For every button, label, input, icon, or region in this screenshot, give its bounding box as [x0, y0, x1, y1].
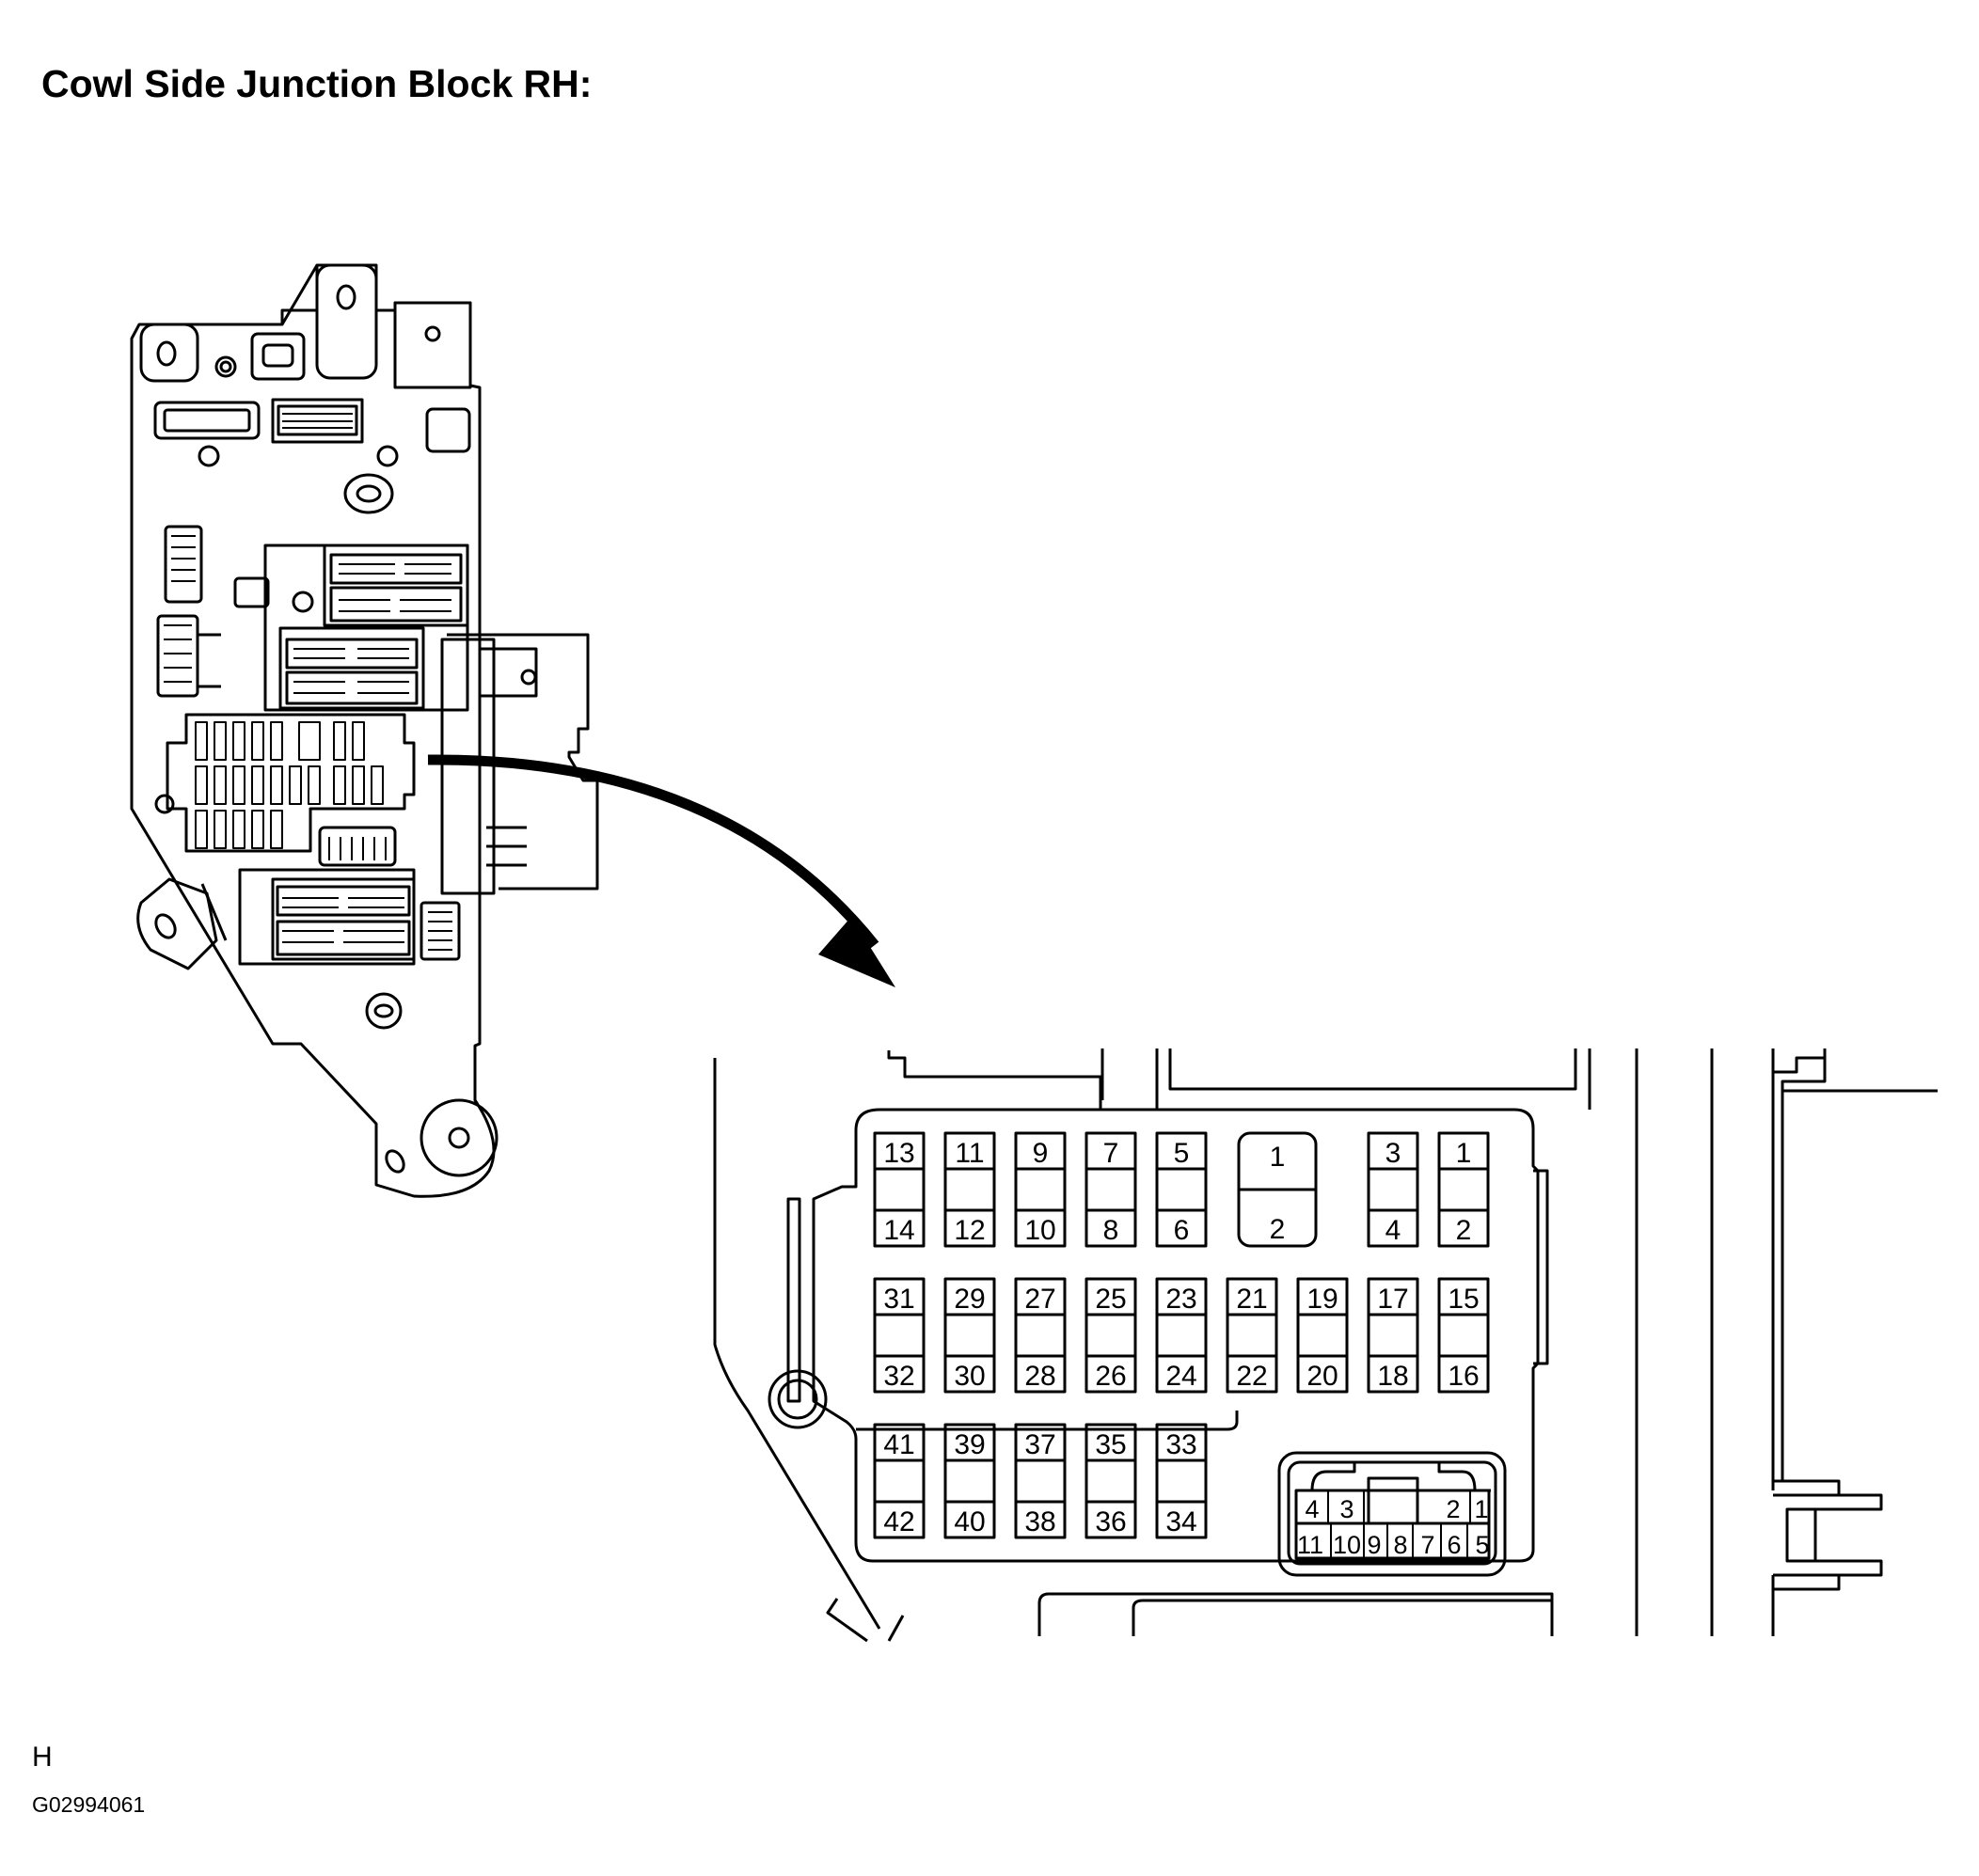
enlarged-fuse-block: 1314111291078561234123132293027282526232… — [713, 1048, 1938, 1643]
fuse-cell-row1-3: 78 — [1084, 1131, 1137, 1248]
connector-pin-label: 3 — [1339, 1495, 1354, 1523]
junction-block-overview — [130, 263, 599, 1198]
fuse-label-bottom: 2 — [1456, 1215, 1472, 1246]
fuse-label-bottom: 8 — [1103, 1215, 1119, 1246]
fuse-label-bottom: 20 — [1306, 1361, 1338, 1392]
fuse-label-top: 41 — [883, 1429, 914, 1460]
fuse-label-bottom: 38 — [1024, 1506, 1055, 1537]
fuse-cell-row3-2: 37 38 — [1014, 1423, 1067, 1539]
fuse-cell-row2-3: 25 26 — [1084, 1277, 1137, 1394]
fuse-label-top: 31 — [883, 1284, 914, 1315]
fuse-label-top: 9 — [1033, 1138, 1049, 1169]
fuse-label-bottom: 36 — [1095, 1506, 1126, 1537]
fuse-label-top: 29 — [954, 1284, 985, 1315]
fuse-label-bottom: 10 — [1024, 1215, 1055, 1246]
fuse-cell-row3-1: 39 40 — [943, 1423, 996, 1539]
fuse-cell-row3-3: 35 36 — [1084, 1423, 1137, 1539]
fuse-cell-row3-4: 33 34 — [1155, 1423, 1208, 1539]
connector-pin-label: 9 — [1367, 1531, 1381, 1559]
fuse-cell-row1-4: 56 — [1155, 1131, 1208, 1248]
fuse-label-bottom: 42 — [883, 1506, 914, 1537]
fuse-label-bottom: 28 — [1024, 1361, 1055, 1392]
fuse-cell-row2-5: 21 22 — [1226, 1277, 1278, 1394]
fuse-label-top: 21 — [1236, 1284, 1267, 1315]
fuse-cell-row2-2: 27 28 — [1014, 1277, 1067, 1394]
connector-pin-label: 1 — [1474, 1495, 1488, 1523]
fuse-cell-row2-0: 31 32 — [873, 1277, 926, 1394]
fuse-label-bottom: 12 — [954, 1215, 985, 1246]
fuse-label-bottom: 14 — [883, 1215, 914, 1246]
fuse-label-bottom: 2 — [1270, 1214, 1286, 1245]
fuse-label-top: 1 — [1270, 1142, 1286, 1173]
fuse-cell-row1-6: 34 — [1367, 1131, 1419, 1248]
fuse-label-bottom: 34 — [1165, 1506, 1196, 1537]
fuse-cell-row1-2: 9 10 — [1014, 1131, 1067, 1248]
connector-pin-label: 10 — [1333, 1531, 1361, 1559]
connector-pin-label: 8 — [1393, 1531, 1407, 1559]
fuse-cell-row1-0: 13 14 — [873, 1131, 926, 1248]
figure-graphic-id: G02994061 — [32, 1792, 146, 1817]
fuse-cell-row1-1: 11 12 — [943, 1131, 996, 1248]
fuse-label-top: 7 — [1103, 1138, 1119, 1169]
figure-section-code: H — [32, 1742, 53, 1773]
fuse-label-bottom: 6 — [1174, 1215, 1190, 1246]
fuse-cell-row2-4: 23 24 — [1155, 1277, 1208, 1394]
fuse-label-top: 37 — [1024, 1429, 1055, 1460]
fuse-label-top: 11 — [955, 1138, 984, 1169]
connector-pin-label: 11 — [1297, 1531, 1323, 1559]
fuse-label-bottom: 18 — [1377, 1361, 1408, 1392]
fuse-label-bottom: 30 — [954, 1361, 985, 1392]
fuse-label-top: 17 — [1377, 1284, 1408, 1315]
fuse-cell-row1-7: 12 — [1437, 1131, 1490, 1248]
fuse-label-top: 35 — [1095, 1429, 1126, 1460]
fuse-label-top: 3 — [1385, 1138, 1401, 1169]
connector-pin-label: 6 — [1447, 1531, 1461, 1559]
connector-pin-label: 7 — [1420, 1531, 1434, 1559]
fuse-label-bottom: 22 — [1236, 1361, 1267, 1392]
fuse-cell-row2-1: 29 30 — [943, 1277, 996, 1394]
fuse-label-top: 27 — [1024, 1284, 1055, 1315]
fuse-label-top: 23 — [1165, 1284, 1196, 1315]
diagram-title: Cowl Side Junction Block RH: — [41, 62, 593, 105]
fuse-label-top: 15 — [1448, 1284, 1479, 1315]
fuse-cell-row3-0: 41 42 — [873, 1423, 926, 1539]
fuse-cell-row1-5: 12 — [1237, 1131, 1318, 1248]
fuse-label-bottom: 26 — [1095, 1361, 1126, 1392]
connector-pin-label: 2 — [1446, 1495, 1460, 1523]
fuse-grid: 1314111291078561234123132293027282526232… — [873, 1131, 1490, 1539]
fuse-label-top: 39 — [954, 1429, 985, 1460]
fuse-label-top: 1 — [1456, 1138, 1472, 1169]
fuse-label-bottom: 16 — [1448, 1361, 1479, 1392]
pointer-arrow — [427, 754, 895, 987]
fuse-label-bottom: 4 — [1385, 1215, 1401, 1246]
fuse-label-top: 25 — [1095, 1284, 1126, 1315]
fuse-label-bottom: 40 — [954, 1506, 985, 1537]
fuse-label-bottom: 24 — [1165, 1361, 1196, 1392]
connector-pin-label: 4 — [1305, 1495, 1319, 1523]
fuse-label-top: 33 — [1165, 1429, 1196, 1460]
fuse-label-top: 5 — [1174, 1138, 1190, 1169]
fuse-label-bottom: 32 — [883, 1361, 914, 1392]
fuse-label-top: 19 — [1306, 1284, 1338, 1315]
fuse-label-top: 13 — [883, 1138, 914, 1169]
connector-pin-label: 5 — [1475, 1531, 1489, 1559]
